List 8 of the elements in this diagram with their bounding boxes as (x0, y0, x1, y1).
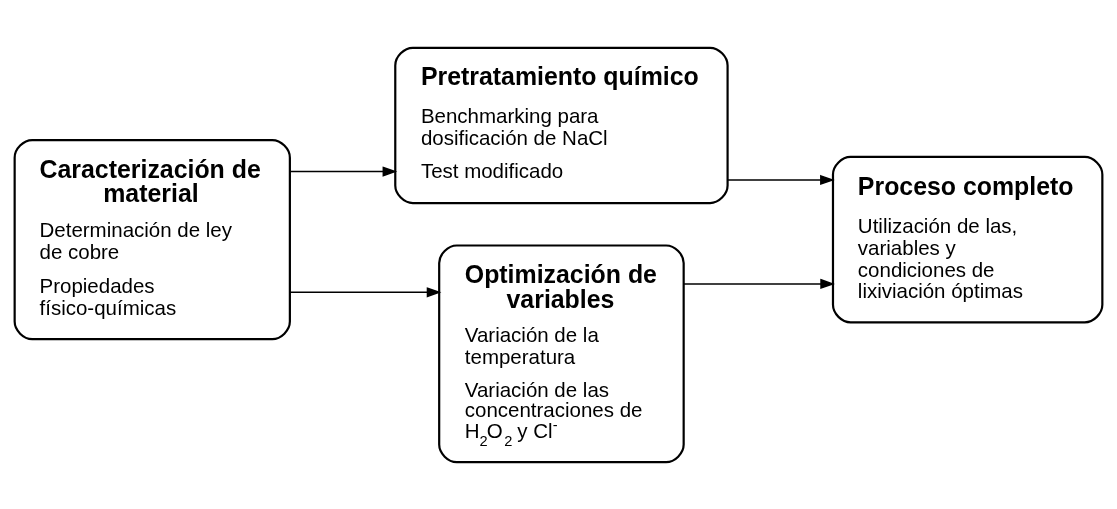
node-box: Pretratamiento químico Benchmarking para dosificación de NaCl Test modificado (394, 46, 729, 204)
arrow (683, 278, 835, 289)
arrow (289, 286, 442, 297)
arrow (727, 174, 835, 185)
arrow (289, 165, 398, 177)
node-box: Proceso completo Utilización de las, variables y condiciones de lixiviación óptimas (831, 155, 1104, 323)
node-box: Caracterización de material Determinación de ley de cobre Propiedades físico-químicas (13, 138, 291, 340)
node-box: Optimización de variables Variación de la temperatura Variación de las concentraciones de H$_{2}$O$_{2}$ y Cl$^{-}$ (438, 243, 685, 463)
